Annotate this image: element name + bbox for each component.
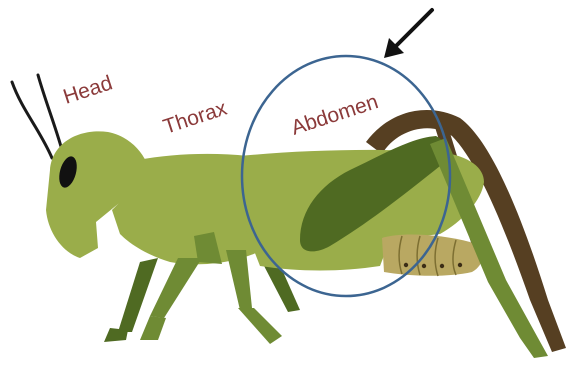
arrow-pointing-down-left-icon: [384, 10, 432, 58]
abdomen-segments: [382, 235, 482, 276]
antennae: [12, 75, 62, 158]
label-head: Head: [60, 71, 115, 108]
label-thorax: Thorax: [160, 97, 230, 139]
label-abdomen: Abdomen: [288, 90, 381, 140]
